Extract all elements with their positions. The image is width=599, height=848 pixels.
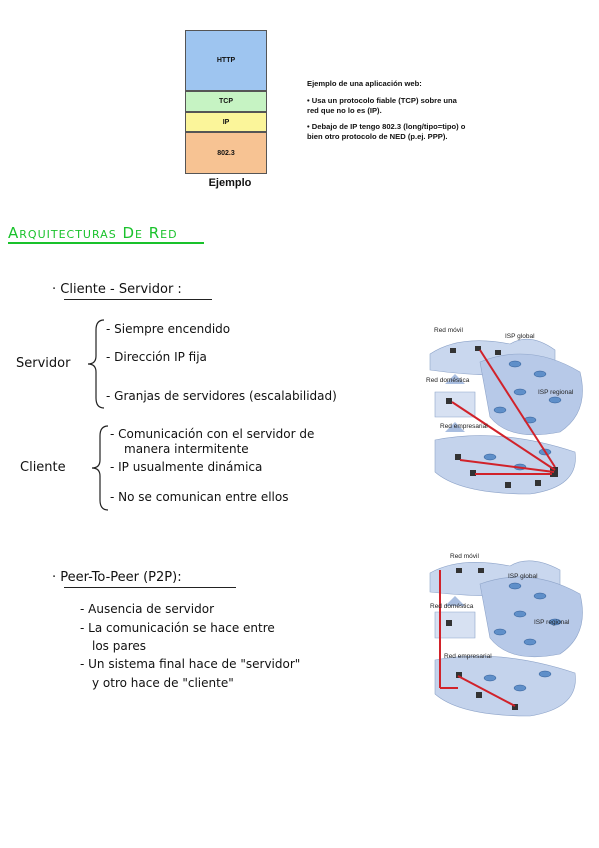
label-isp-global: ISP global xyxy=(505,333,535,340)
stack-layer-tcp: TCP xyxy=(185,91,267,112)
stack-caption: Ejemplo xyxy=(208,177,252,189)
stack-layer-label: TCP xyxy=(219,98,233,105)
network-diagram-p2p: Red móvil ISP global Red doméstica ISP r… xyxy=(429,553,583,717)
cliente-brace xyxy=(91,425,109,511)
servidor-label: Servidor xyxy=(16,356,71,371)
heading-underline xyxy=(64,299,212,300)
description-title: Ejemplo de una aplicación web: xyxy=(307,79,422,88)
cliente-item: manera intermitente xyxy=(124,442,249,456)
label-isp-global: ISP global xyxy=(508,573,538,580)
label-red-domestica: Red doméstica xyxy=(430,603,474,610)
heading-underline xyxy=(64,587,236,588)
label-isp-regional: ISP regional xyxy=(538,389,574,396)
stack-layer-label: 802.3 xyxy=(217,149,235,157)
label-red-movil: Red móvil xyxy=(450,553,479,560)
label-red-domestica: Red doméstica xyxy=(426,377,470,384)
stack-layer-label: HTTP xyxy=(216,57,236,64)
client-server-heading: · Cliente - Servidor : xyxy=(52,282,182,297)
p2p-item: los pares xyxy=(92,639,147,653)
description-bullet-1: • Usa un protocolo fiable (TCP) sobre un… xyxy=(307,96,457,115)
cliente-item: - IP usualmente dinámica xyxy=(110,460,263,474)
servidor-item: - Granjas de servidores (escalabilidad) xyxy=(106,389,337,403)
section-title: Arquitecturas De Red xyxy=(8,224,178,242)
label-red-empresarial: Red empresarial xyxy=(440,423,488,430)
label-red-movil: Red móvil xyxy=(434,327,463,334)
p2p-item: - Un sistema final hace de "servidor" xyxy=(80,657,301,671)
p2p-item: - Ausencia de servidor xyxy=(80,602,215,616)
network-diagram-client-server: Red móvil ISP global Red doméstica ISP r… xyxy=(426,327,583,495)
servidor-item: - Dirección IP fija xyxy=(106,350,207,364)
section-title-underline xyxy=(8,242,204,244)
p2p-heading: · Peer-To-Peer (P2P): xyxy=(52,570,182,585)
servidor-item: - Siempre encendido xyxy=(106,322,231,336)
cliente-item: - Comunicación con el servidor de xyxy=(110,427,315,441)
cliente-item: - No se comunican entre ellos xyxy=(110,490,289,504)
label-red-empresarial: Red empresarial xyxy=(444,653,492,660)
p2p-item: - La comunicación se hace entre xyxy=(80,621,275,635)
servidor-brace xyxy=(87,319,105,409)
stack-layer-8023: 802.3 xyxy=(185,132,267,174)
stack-layer-http: HTTP xyxy=(185,30,267,91)
cliente-label: Cliente xyxy=(20,460,66,475)
description-bullet-2: • Debajo de IP tengo 802.3 (long/tipo=ti… xyxy=(307,122,466,141)
p2p-item: y otro hace de "cliente" xyxy=(92,676,234,690)
label-isp-regional: ISP regional xyxy=(534,619,570,626)
stack-layer-label: IP xyxy=(222,118,230,126)
stack-layer-ip: IP xyxy=(185,112,267,132)
